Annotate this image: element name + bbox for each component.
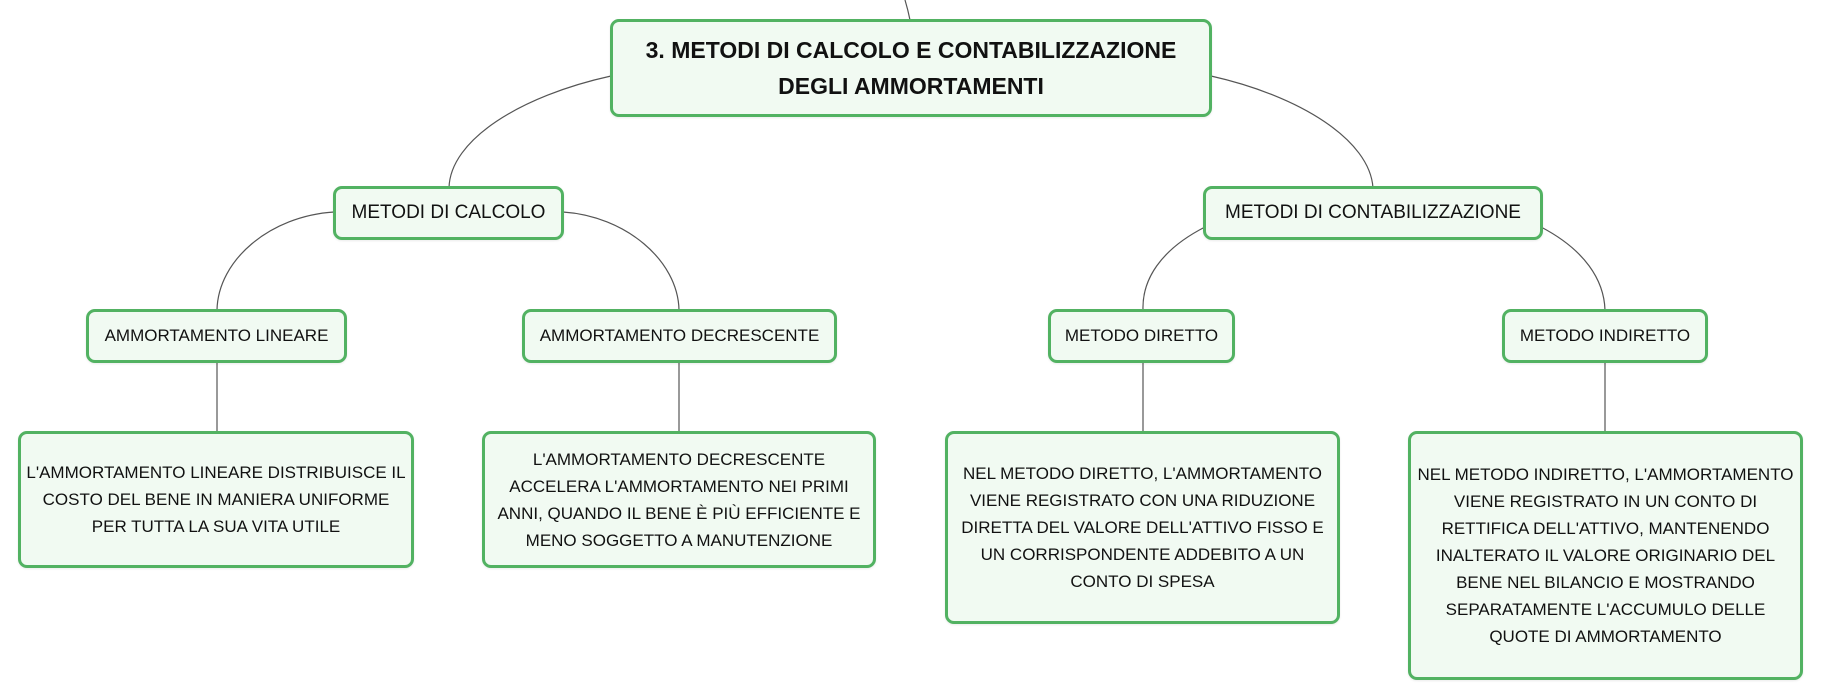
description-ammortamento-decrescente[interactable]: L'AMMORTAMENTO DECRESCENTE ACCELERA L'AM…: [482, 431, 876, 568]
connector-calcolo-to-decrescente: [562, 211, 680, 311]
topic-ammortamento-lineare[interactable]: AMMORTAMENTO LINEARE: [86, 309, 347, 363]
connector-root-to-metodi-contabilizzazione: [1210, 75, 1374, 189]
topic-metodi-di-calcolo[interactable]: METODI DI CALCOLO: [333, 186, 564, 240]
topic-label: METODO INDIRETTO: [1519, 326, 1691, 345]
topic-label: METODI DI CONTABILIZZAZIONE: [1225, 202, 1521, 223]
topic-metodo-diretto[interactable]: METODO DIRETTO: [1048, 309, 1235, 363]
connector-calcolo-to-lineare: [216, 211, 335, 311]
description-text: L'AMMORTAMENTO DECRESCENTE ACCELERA L'AM…: [497, 449, 861, 550]
description-text: L'AMMORTAMENTO LINEARE DISTRIBUISCE IL C…: [26, 463, 406, 536]
connector-parent-to-root: [904, 0, 911, 21]
topic-label: AMMORTAMENTO LINEARE: [104, 326, 329, 345]
topic-label: AMMORTAMENTO DECRESCENTE: [539, 326, 820, 345]
root-topic-label: 3. METODI DI CALCOLO E CONTABILIZZAZIONE…: [645, 37, 1177, 99]
connector-root-to-metodi-calcolo: [448, 75, 612, 189]
description-metodo-indiretto[interactable]: NEL METODO INDIRETTO, L'AMMORTAMENTO VIE…: [1408, 431, 1803, 680]
root-topic[interactable]: 3. METODI DI CALCOLO E CONTABILIZZAZIONE…: [610, 19, 1212, 117]
connector-contabilizzazione-to-indiretto: [1540, 226, 1606, 311]
topic-ammortamento-decrescente[interactable]: AMMORTAMENTO DECRESCENTE: [522, 309, 837, 363]
topic-label: METODI DI CALCOLO: [351, 202, 546, 223]
description-text: NEL METODO INDIRETTO, L'AMMORTAMENTO VIE…: [1417, 465, 1794, 646]
topic-metodo-indiretto[interactable]: METODO INDIRETTO: [1502, 309, 1708, 363]
topic-metodi-di-contabilizzazione[interactable]: METODI DI CONTABILIZZAZIONE: [1203, 186, 1543, 240]
description-text: NEL METODO DIRETTO, L'AMMORTAMENTO VIENE…: [961, 464, 1324, 591]
connector-contabilizzazione-to-diretto: [1142, 226, 1206, 311]
description-metodo-diretto[interactable]: NEL METODO DIRETTO, L'AMMORTAMENTO VIENE…: [945, 431, 1340, 624]
topic-label: METODO DIRETTO: [1064, 326, 1219, 345]
description-ammortamento-lineare[interactable]: L'AMMORTAMENTO LINEARE DISTRIBUISCE IL C…: [18, 431, 414, 568]
